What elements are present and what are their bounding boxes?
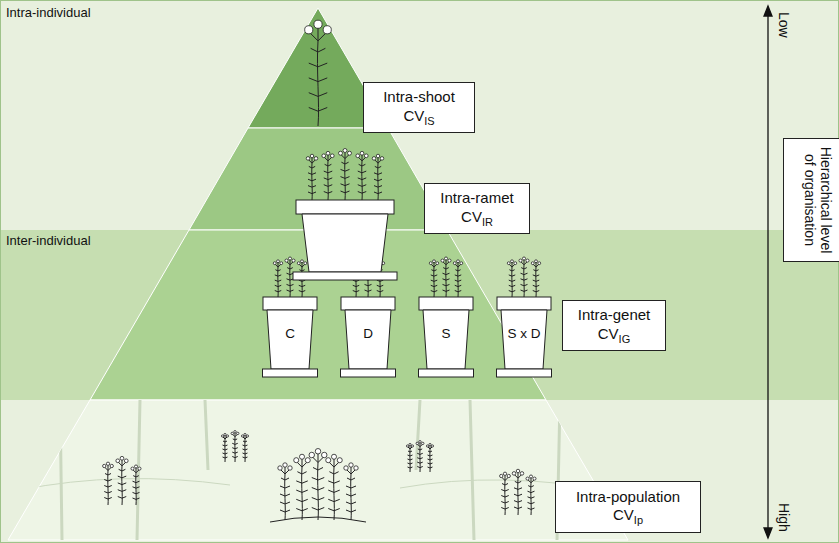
treatment-label: S x D xyxy=(496,326,552,341)
level-box: Intra-shootCVIS xyxy=(363,82,475,133)
axis-end-label: High xyxy=(776,503,792,532)
cv-line: CVIS xyxy=(383,107,455,127)
level-box: Intra-genetCVIG xyxy=(562,300,666,351)
region-label: Intra-individual xyxy=(6,5,91,21)
cv-subscript: IR xyxy=(482,216,493,228)
box-content: Intra-rametCVIR xyxy=(440,189,513,228)
cv-line: CVIp xyxy=(576,506,680,526)
cv-symbol: CV xyxy=(598,325,619,342)
treatment-label: C xyxy=(262,326,318,341)
cv-subscript: Ip xyxy=(634,514,643,526)
level-name: Intra-ramet xyxy=(440,189,513,208)
treatment-pot: S x D xyxy=(496,296,552,378)
cv-subscript: IG xyxy=(619,333,631,345)
treatment-label: D xyxy=(340,326,396,341)
level-box: Intra-populationCVIp xyxy=(555,481,701,533)
level-name: Intra-genet xyxy=(578,306,651,325)
flower-pot xyxy=(293,200,397,280)
cv-symbol: CV xyxy=(613,506,634,523)
box-content: Intra-shootCVIS xyxy=(383,88,455,127)
cv-line: CVIG xyxy=(578,325,651,345)
level-name: Intra-shoot xyxy=(383,88,455,107)
level-box: Intra-rametCVIR xyxy=(424,183,530,234)
box-content: Intra-populationCVIp xyxy=(576,488,680,527)
region-label: Inter-individual xyxy=(6,233,91,249)
cv-symbol: CV xyxy=(403,107,424,124)
treatment-pot: S xyxy=(418,296,474,378)
treatment-pot: D xyxy=(340,296,396,378)
treatment-pot: C xyxy=(262,296,318,378)
cv-line: CVIR xyxy=(440,208,513,228)
axis-title: Hierarchical level of organisation xyxy=(802,142,834,258)
cv-symbol: CV xyxy=(461,208,482,225)
axis-title-box: Hierarchical level of organisation xyxy=(783,138,839,262)
cv-subscript: IS xyxy=(424,115,434,127)
axis-end-label: Low xyxy=(776,12,792,38)
level-name: Intra-population xyxy=(576,488,680,507)
hierarchy-arrow xyxy=(764,6,772,538)
box-content: Intra-genetCVIG xyxy=(578,306,651,345)
treatment-label: S xyxy=(418,326,474,341)
